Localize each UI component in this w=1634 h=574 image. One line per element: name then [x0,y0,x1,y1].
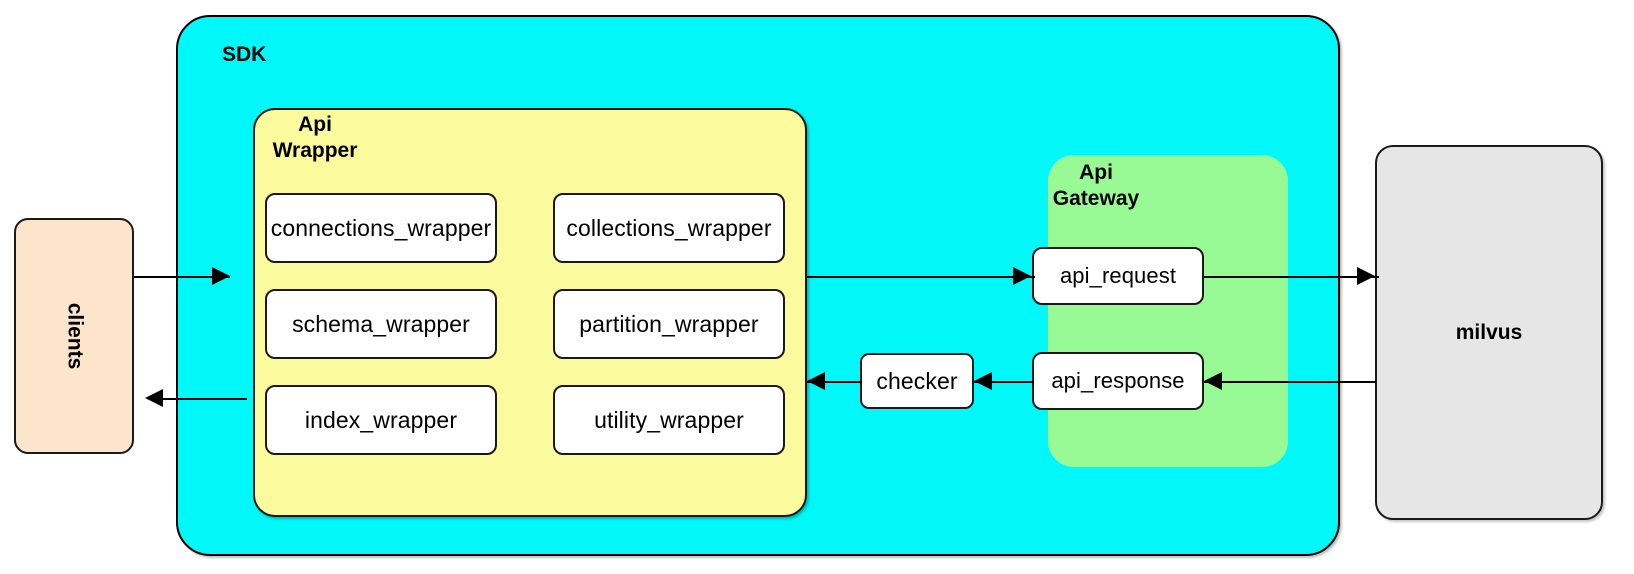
api-gateway-title: Api Gateway [1052,161,1140,210]
checker-node[interactable]: checker [860,353,974,409]
milvus-node[interactable] [1375,145,1603,520]
index-wrapper-node[interactable]: index_wrapper [265,385,497,455]
api-request-node[interactable]: api_request [1032,247,1204,305]
arrowhead-checker-to-api-wrapper [807,372,825,390]
arrowhead-api-wrapper-to-api-gateway [1013,267,1031,285]
collections-wrapper-node[interactable]: collections_wrapper [553,193,785,263]
connector-api-wrapper-to-clients [163,398,247,400]
arrowhead-api-request-to-milvus [1357,267,1375,285]
api-response-node[interactable]: api_response [1032,352,1204,410]
schema-wrapper-node[interactable]: schema_wrapper [265,289,497,359]
arrowhead-milvus-to-api-response [1204,372,1222,390]
connector-api-wrapper-to-api-gateway [807,276,1035,278]
clients-label: clients [14,218,134,454]
sdk-title: SDK [222,43,267,66]
connector-clients-to-api-wrapper [134,276,230,278]
clients-node[interactable] [14,218,134,454]
connector-milvus-to-api-response [1204,381,1376,383]
api-wrapper-title: Api Wrapper [272,113,358,162]
connections-wrapper-node[interactable]: connections_wrapper [265,193,497,263]
arrowhead-api-wrapper-to-clients [145,389,163,407]
arrowhead-api-response-to-checker [974,372,992,390]
clients-label-text: clients [63,302,86,370]
arrowhead-clients-to-api-wrapper [212,267,230,285]
api-gateway-container[interactable] [1048,155,1288,467]
connector-api-request-to-milvus [1204,276,1379,278]
connector-checker-to-api-wrapper [807,381,862,383]
milvus-label: milvus [1455,320,1523,344]
utility-wrapper-node[interactable]: utility_wrapper [553,385,785,455]
connector-api-response-to-checker [974,381,1034,383]
partition-wrapper-node[interactable]: partition_wrapper [553,289,785,359]
